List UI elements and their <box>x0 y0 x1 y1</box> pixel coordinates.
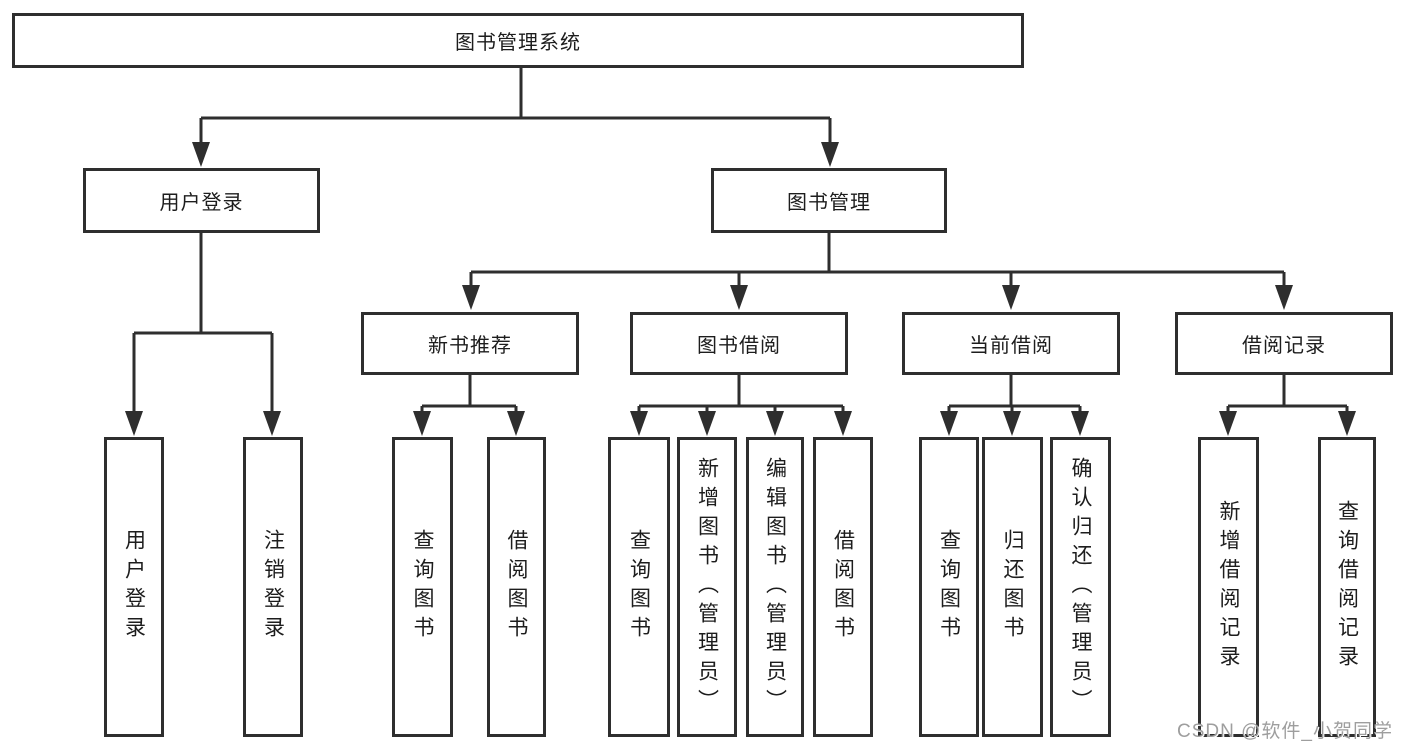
leaf-edit-books-admin-label: 编辑图书（管理员） <box>763 456 787 718</box>
leaf-query-books-current-label: 查询图书 <box>937 529 961 645</box>
leaf-logout-login-label: 注销登录 <box>261 529 285 645</box>
leaf-add-books-admin-label: 新增图书（管理员） <box>695 456 719 718</box>
leaf-borrow-books-borrowing-label: 借阅图书 <box>831 529 855 645</box>
leaf-borrow-books-recommend-label: 借阅图书 <box>505 529 528 645</box>
leaf-confirm-return-admin: 确认归还（管理员） <box>1050 437 1111 737</box>
leaf-query-books-borrowing-label: 查询图书 <box>627 529 651 645</box>
leaf-query-borrow-record: 查询借阅记录 <box>1318 437 1376 737</box>
leaf-edit-books-admin: 编辑图书（管理员） <box>746 437 804 737</box>
node-user-login: 用户登录 <box>83 168 320 233</box>
node-borrowing-records: 借阅记录 <box>1175 312 1393 375</box>
leaf-confirm-return-admin-label: 确认归还（管理员） <box>1069 456 1092 718</box>
leaf-borrow-books-borrowing: 借阅图书 <box>813 437 873 737</box>
leaf-user-login: 用户登录 <box>104 437 164 737</box>
leaf-return-books-label: 归还图书 <box>1001 529 1024 645</box>
leaf-query-books-recommend-label: 查询图书 <box>411 529 434 645</box>
node-library-management-system: 图书管理系统 <box>12 13 1024 68</box>
node-new-book-recommendation: 新书推荐 <box>361 312 579 375</box>
leaf-borrow-books-recommend: 借阅图书 <box>487 437 546 737</box>
leaf-add-books-admin: 新增图书（管理员） <box>677 437 737 737</box>
node-book-management: 图书管理 <box>711 168 947 233</box>
leaf-user-login-label: 用户登录 <box>122 529 146 645</box>
leaf-add-borrow-record: 新增借阅记录 <box>1198 437 1259 737</box>
leaf-query-books-recommend: 查询图书 <box>392 437 453 737</box>
node-current-borrowing: 当前借阅 <box>902 312 1120 375</box>
leaf-query-borrow-record-label: 查询借阅记录 <box>1335 500 1359 674</box>
node-book-borrowing: 图书借阅 <box>630 312 848 375</box>
watermark: CSDN @软件_小贺同学 <box>1177 721 1393 742</box>
leaf-add-borrow-record-label: 新增借阅记录 <box>1217 500 1240 674</box>
leaf-query-books-current: 查询图书 <box>919 437 979 737</box>
leaf-return-books: 归还图书 <box>982 437 1043 737</box>
leaf-logout-login: 注销登录 <box>243 437 303 737</box>
leaf-query-books-borrowing: 查询图书 <box>608 437 670 737</box>
